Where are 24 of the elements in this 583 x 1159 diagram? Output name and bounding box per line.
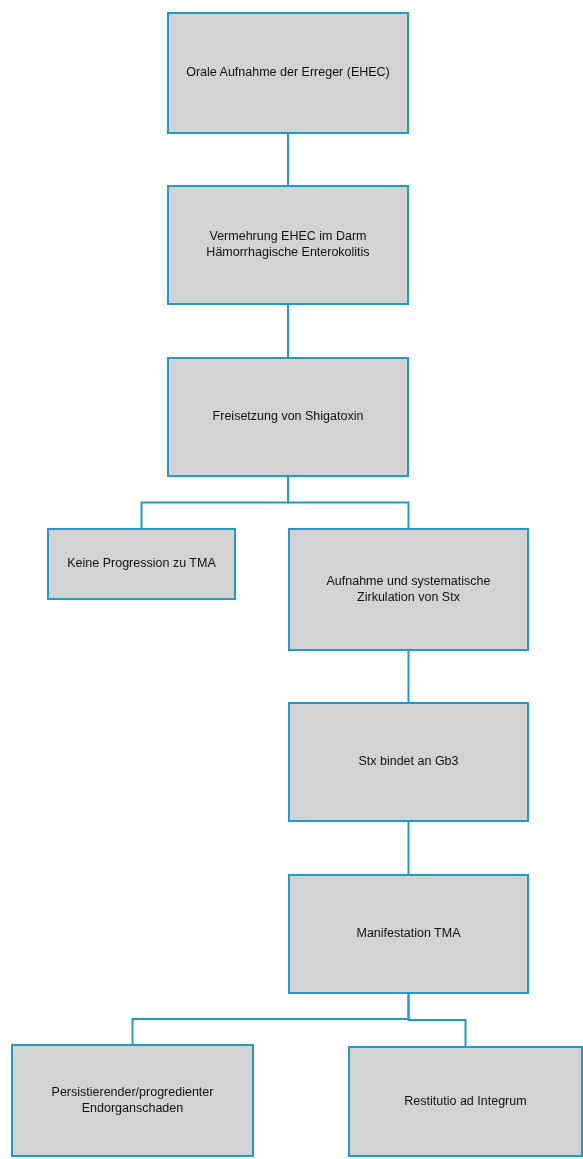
process-box: [167, 185, 409, 305]
connector-line: [287, 133, 289, 186]
box-text: Orale Aufnahme der Erreger (EHEC): [186, 65, 390, 81]
connector-line: [407, 821, 410, 875]
process-box: [47, 528, 236, 600]
box-text: Aufnahme und systematische Zirkulation von Stx: [325, 573, 492, 606]
box-text: Stx bindet an Gb3: [358, 754, 459, 770]
box-text: Freisetzung von Shigatoxin: [212, 409, 364, 425]
connector-line: [287, 476, 410, 529]
process-box: [167, 12, 409, 134]
process-box: [11, 1044, 254, 1157]
process-box: [288, 702, 529, 822]
box-text: Vermehrung EHEC im Darm Hämorrhagische Enterokolitis: [205, 229, 371, 261]
connector-line: [287, 304, 289, 358]
box-text: Restitutio ad Integrum: [404, 1093, 527, 1110]
box-text: Keine Progression zu TMA: [67, 556, 216, 572]
process-box: [288, 528, 529, 651]
connector-line: [407, 993, 467, 1047]
box-text: Manifestation TMA: [356, 926, 461, 942]
process-box: [288, 874, 529, 994]
process-box: [167, 357, 409, 477]
process-box: [348, 1046, 583, 1157]
box-text: Persistierender/progredienter Endorganschaden: [50, 1084, 215, 1117]
connector-line: [407, 650, 410, 703]
